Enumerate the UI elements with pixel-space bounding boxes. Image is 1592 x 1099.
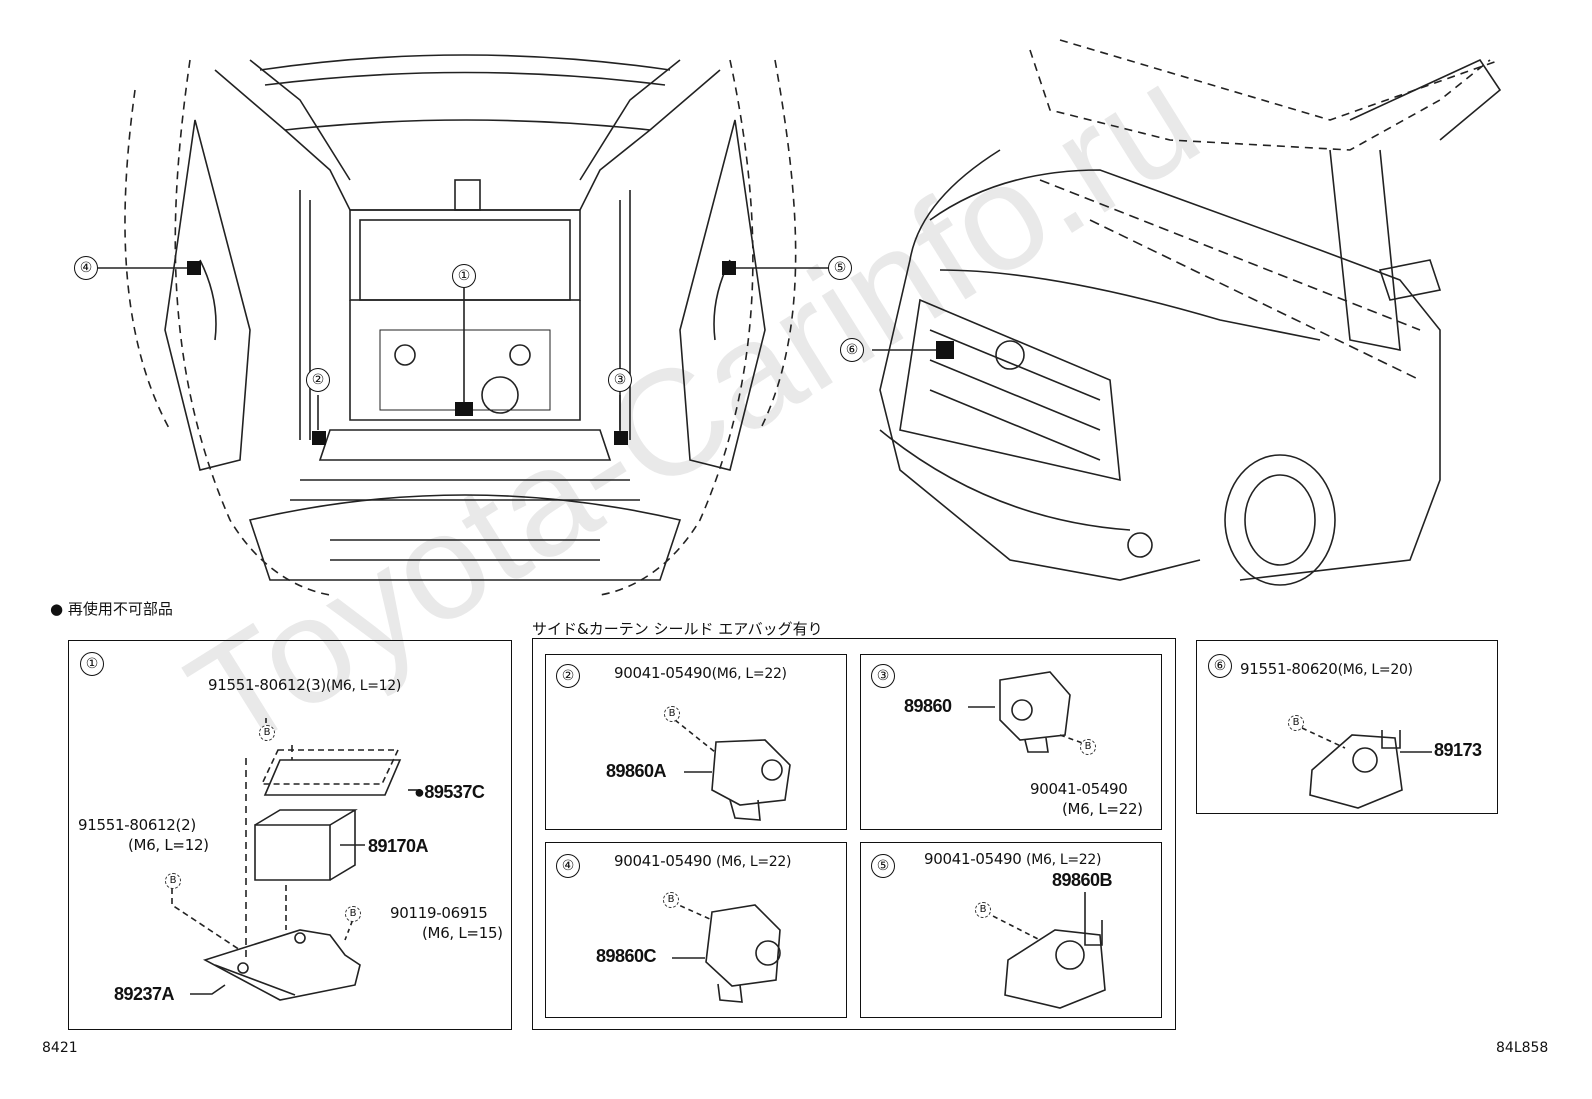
- bolt-top-part-number: 91551-80612(3)(M6, L=12): [208, 676, 401, 694]
- panel-5-bolt-number: 90041-05490: [924, 850, 1022, 868]
- panel-3-bolt-number: 90041-05490: [1030, 780, 1128, 798]
- bolt-icon: B: [1080, 739, 1096, 755]
- panel-5-bolt: 90041-05490 (M6, L=22): [924, 850, 1101, 868]
- bolt-top-size: (M6, L=12): [325, 678, 402, 694]
- callout-4: ④: [74, 256, 98, 280]
- marker-3: [614, 431, 628, 445]
- panel-6: [1196, 640, 1498, 814]
- panel-3-number: ③: [871, 664, 895, 688]
- panel-6-bolt: 91551-80620(M6, L=20): [1240, 660, 1413, 678]
- panel-2-bolt: 90041-05490(M6, L=22): [614, 664, 787, 682]
- bolt-left-size: (M6, L=12): [128, 836, 209, 854]
- bolt-icon: B: [165, 873, 181, 889]
- diagram-code-right: 84L858: [1496, 1040, 1549, 1056]
- panel-6-number: ⑥: [1208, 654, 1232, 678]
- part-89860a: 89860A: [606, 761, 667, 781]
- legend-non-reusable: ● 再使用不可部品: [50, 600, 173, 618]
- panel-2-number: ②: [556, 664, 580, 688]
- bolt-right-part-number: 90119-06915: [390, 904, 488, 922]
- bolt-icon: B: [663, 892, 679, 908]
- panel-4: [545, 842, 847, 1018]
- bolt-left-part-number: 91551-80612(2): [78, 816, 196, 834]
- marker-5: [722, 261, 736, 275]
- panel-5-number: ⑤: [871, 854, 895, 878]
- bolt-icon: B: [1288, 715, 1304, 731]
- panel-5-bolt-size: (M6, L=22): [1026, 852, 1102, 868]
- panel-1: [68, 640, 512, 1030]
- callout-6: ⑥: [840, 338, 864, 362]
- part-89537c: ●89537C: [414, 782, 485, 802]
- callout-3: ③: [608, 368, 632, 392]
- group-side-airbag: [532, 638, 1176, 1030]
- diagram-code-left: 8421: [42, 1040, 78, 1056]
- panel-1-number: ①: [80, 652, 104, 676]
- marker-4: [187, 261, 201, 275]
- callout-2: ②: [306, 368, 330, 392]
- panel-2-bolt-number: 90041-05490: [614, 664, 712, 682]
- callout-5: ⑤: [828, 256, 852, 280]
- panel-3: [860, 654, 1162, 830]
- bolt-icon: B: [345, 906, 361, 922]
- part-89860c: 89860C: [596, 946, 657, 966]
- panel-2-bolt-size: (M6, L=22): [711, 666, 787, 682]
- part-89860: 89860: [904, 696, 952, 716]
- bolt-icon: B: [975, 902, 991, 918]
- part-89860b: 89860B: [1052, 870, 1113, 890]
- panel-4-bolt-size: (M6, L=22): [716, 854, 792, 870]
- bolt-right-size: (M6, L=15): [422, 924, 503, 942]
- marker-2: [312, 431, 326, 445]
- panel-5: [860, 842, 1162, 1018]
- panel-4-number: ④: [556, 854, 580, 878]
- panel-2: [545, 654, 847, 830]
- panel-4-bolt-number: 90041-05490: [614, 852, 712, 870]
- part-89173: 89173: [1434, 740, 1482, 760]
- callout-1: ①: [452, 264, 476, 288]
- bolt-top-number: 91551-80612(3): [208, 676, 326, 694]
- condition-label: サイド&カーテン シールド エアバッグ有り: [532, 620, 823, 638]
- bolt-icon: B: [664, 706, 680, 722]
- marker-1: [455, 402, 473, 416]
- panel-6-bolt-number: 91551-80620: [1240, 660, 1338, 678]
- panel-4-bolt: 90041-05490 (M6, L=22): [614, 852, 791, 870]
- panel-3-bolt-size: (M6, L=22): [1062, 800, 1143, 818]
- bolt-icon: B: [259, 725, 275, 741]
- panel-6-bolt-size: (M6, L=20): [1337, 662, 1413, 678]
- part-89170a: 89170A: [368, 836, 429, 856]
- part-89237a: 89237A: [114, 984, 175, 1004]
- marker-6: [936, 341, 954, 359]
